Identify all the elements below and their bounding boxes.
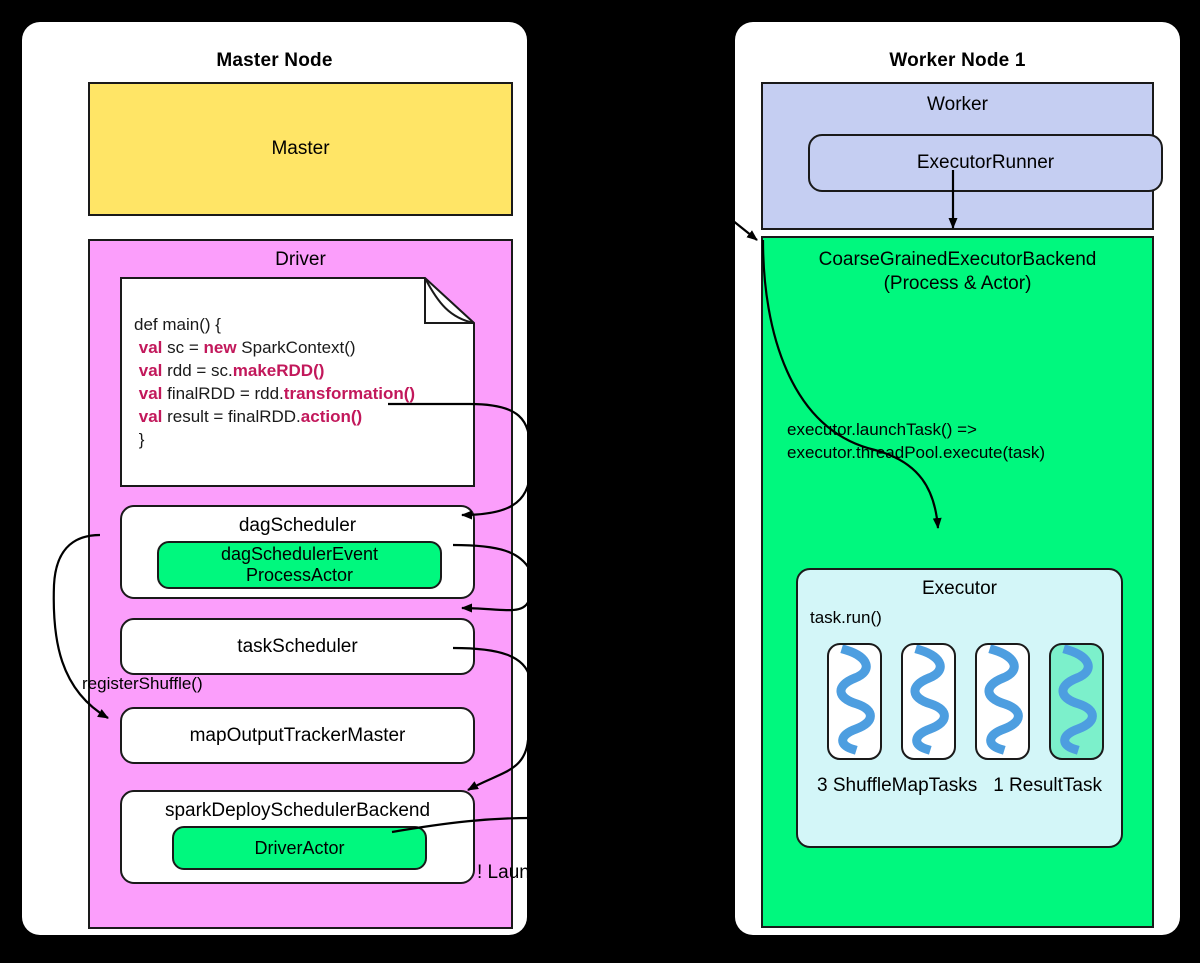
master-node-title: Master Node [216, 50, 333, 71]
worker-node-panel: Worker Node 1 Worker ExecutorRunner Coar… [735, 22, 1180, 935]
coarse-grained-executor-backend-box: CoarseGrainedExecutorBackend (Process & … [761, 236, 1154, 928]
result-task-count: 1 ResultTask [993, 775, 1102, 796]
code-kw-val-1: val [138, 338, 163, 357]
driver-actor-label: DriverActor [254, 837, 345, 858]
dag-scheduler-box: dagScheduler dagSchedulerEvent ProcessAc… [120, 505, 475, 599]
coarse-grained-executor-backend-title: CoarseGrainedExecutorBackend (Process & … [763, 248, 1152, 296]
worker-node-title: Worker Node 1 [889, 50, 1026, 71]
thread-squiggle-icon [984, 645, 1023, 755]
code-line-2-tail: SparkContext() [236, 338, 356, 357]
spark-deploy-scheduler-backend-box: sparkDeploySchedulerBackend DriverActor [120, 790, 475, 884]
driver-code-sheet: def main() { val sc = new SparkContext()… [120, 277, 475, 487]
master-box: Master [88, 82, 513, 216]
map-output-tracker-master-box: mapOutputTrackerMaster [120, 707, 475, 764]
spark-deploy-scheduler-backend-label: sparkDeploySchedulerBackend [164, 800, 431, 821]
task-thread-4-result [1049, 643, 1104, 760]
executor-runner-label: ExecutorRunner [916, 152, 1055, 173]
launch-annotation: ! Launc [477, 862, 540, 883]
task-counts-labels: 3 ShuffleMapTasks 1 ResultTask [798, 775, 1121, 797]
thread-squiggle-icon [910, 645, 949, 755]
code-kw-val-3: val [138, 384, 163, 403]
executor-runner-box: ExecutorRunner [808, 134, 1163, 192]
master-node-panel: Master Node Master Driver def main() { v… [22, 22, 539, 935]
code-kw-val-2: val [138, 361, 163, 380]
task-run-annotation: task.run() [810, 608, 882, 627]
code-line-6: } [138, 430, 145, 449]
cgeb-title-line1: CoarseGrainedExecutorBackend [818, 249, 1097, 270]
code-line-5-mid: result = finalRDD. [162, 407, 301, 426]
thread-squiggle-icon [1058, 645, 1097, 755]
driver-actor: DriverActor [172, 826, 427, 870]
code-line-1: def main() { [134, 315, 221, 334]
launch-task-annotation: executor.launchTask() => executor.thread… [787, 418, 1045, 464]
task-scheduler-label: taskScheduler [237, 635, 358, 657]
master-box-label: Master [271, 138, 330, 159]
task-thread-3 [975, 643, 1030, 760]
launch-task-line1: executor.launchTask() => [787, 420, 977, 439]
code-line-2-mid: sc = [162, 338, 204, 357]
code-method-action: action() [300, 407, 363, 426]
driver-title: Driver [275, 249, 326, 270]
executor-box: Executor task.run() [796, 568, 1123, 848]
task-thread-2 [901, 643, 956, 760]
task-scheduler-box: taskScheduler [120, 618, 475, 675]
code-line-3-mid: rdd = sc. [162, 361, 233, 380]
worker-label: Worker [927, 94, 988, 115]
executor-label: Executor [922, 578, 997, 599]
dag-scheduler-label: dagScheduler [238, 515, 357, 536]
dag-actor-label: dagSchedulerEvent ProcessActor [220, 544, 379, 585]
task-thread-1 [827, 643, 882, 760]
code-sheet-shape [120, 277, 475, 487]
worker-box: Worker ExecutorRunner [761, 82, 1163, 230]
code-line-4-mid: finalRDD = rdd. [162, 384, 284, 403]
dag-scheduler-event-process-actor: dagSchedulerEvent ProcessActor [157, 541, 442, 589]
code-kw-new: new [203, 338, 237, 357]
register-shuffle-annotation: registerShuffle() [82, 674, 203, 693]
map-output-tracker-master-label: mapOutputTrackerMaster [189, 724, 406, 746]
cgeb-title-line2: (Process & Actor) [883, 273, 1032, 294]
driver-code-text: def main() { val sc = new SparkContext()… [134, 313, 467, 451]
shufflemap-tasks-count: 3 ShuffleMapTasks [817, 775, 978, 796]
thread-squiggle-icon [836, 645, 875, 755]
code-method-transformation: transformation() [283, 384, 416, 403]
code-method-makerdd: makeRDD() [232, 361, 325, 380]
launch-task-line2: executor.threadPool.execute(task) [787, 443, 1045, 462]
code-kw-val-4: val [138, 407, 163, 426]
